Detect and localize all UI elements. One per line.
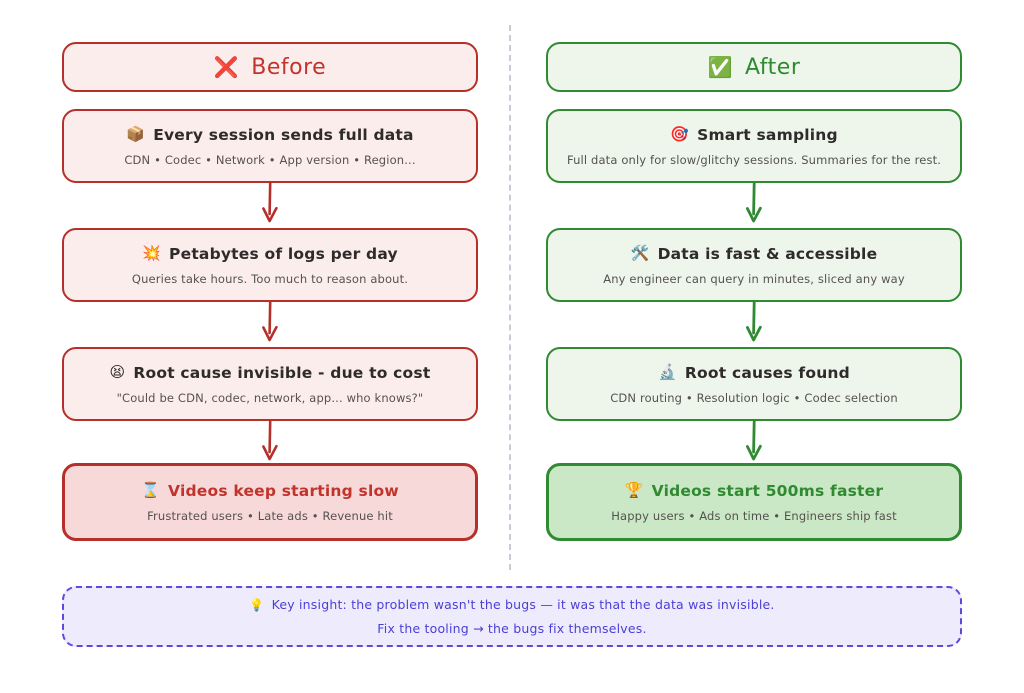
before-arrow-1 — [253, 181, 287, 228]
before-step-4-title: ⌛ Videos keep starting slow — [141, 482, 399, 500]
after-step-1-label: Smart sampling — [697, 125, 838, 144]
hammer-and-wrench-icon: 🛠️ — [630, 244, 650, 262]
after-step-4-title: 🏆 Videos start 500ms faster — [625, 482, 883, 500]
before-step-2: 💥 Petabytes of logs per day Queries take… — [62, 228, 478, 302]
key-insight-text-2: Fix the tooling → the bugs fix themselve… — [377, 621, 647, 636]
before-step-2-label: Petabytes of logs per day — [169, 244, 398, 263]
after-step-1: 🎯 Smart sampling Full data only for slow… — [546, 109, 962, 183]
after-arrow-2 — [737, 300, 771, 347]
before-arrow-3 — [253, 419, 287, 466]
before-arrow-2 — [253, 300, 287, 347]
before-step-4: ⌛ Videos keep starting slow Frustrated u… — [62, 463, 478, 541]
trophy-icon: 🏆 — [624, 481, 644, 499]
after-step-3-sub: CDN routing • Resolution logic • Codec s… — [610, 390, 898, 405]
before-step-2-title: 💥 Petabytes of logs per day — [142, 245, 398, 263]
before-step-1-sub: CDN • Codec • Network • App version • Re… — [124, 152, 416, 167]
before-header-title: ❌ Before — [214, 55, 326, 80]
after-step-2-title: 🛠️ Data is fast & accessible — [631, 245, 878, 263]
after-step-4-sub: Happy users • Ads on time • Engineers sh… — [611, 508, 897, 523]
package-icon: 📦 — [126, 125, 146, 143]
after-step-3-label: Root causes found — [684, 363, 850, 382]
cross-mark-icon: ❌ — [213, 55, 240, 79]
key-insight-line-1: 💡 Key insight: the problem wasn't the bu… — [249, 597, 774, 612]
after-header-label: After — [745, 54, 801, 80]
before-step-4-sub: Frustrated users • Late ads • Revenue hi… — [147, 508, 393, 523]
before-step-1-title: 📦 Every session sends full data — [126, 126, 413, 144]
hourglass-icon: ⌛ — [141, 481, 161, 499]
after-header-title: ✅ After — [708, 55, 801, 80]
after-step-2-label: Data is fast & accessible — [657, 244, 878, 263]
anguished-face-icon: 😫 — [109, 363, 126, 381]
key-insight-box: 💡 Key insight: the problem wasn't the bu… — [62, 586, 962, 647]
before-step-4-label: Videos keep starting slow — [168, 481, 399, 500]
before-step-1-label: Every session sends full data — [153, 125, 414, 144]
after-step-2: 🛠️ Data is fast & accessible Any enginee… — [546, 228, 962, 302]
after-step-3: 🔬 Root causes found CDN routing • Resolu… — [546, 347, 962, 421]
before-step-3-sub: "Could be CDN, codec, network, app... wh… — [116, 390, 424, 405]
after-step-4: 🏆 Videos start 500ms faster Happy users … — [546, 463, 962, 541]
before-step-3-label: Root cause invisible - due to cost — [133, 363, 431, 382]
before-header-label: Before — [251, 54, 327, 80]
dart-icon: 🎯 — [670, 125, 690, 143]
after-arrow-1 — [737, 181, 771, 228]
after-step-1-sub: Full data only for slow/glitchy sessions… — [566, 152, 942, 167]
microscope-icon: 🔬 — [658, 363, 677, 381]
light-bulb-icon: 💡 — [249, 597, 265, 612]
after-arrow-3 — [737, 419, 771, 466]
after-step-4-label: Videos start 500ms faster — [651, 481, 884, 500]
key-insight-text-1: Key insight: the problem wasn't the bugs… — [271, 597, 775, 612]
after-step-2-sub: Any engineer can query in minutes, slice… — [603, 271, 905, 286]
before-step-1: 📦 Every session sends full data CDN • Co… — [62, 109, 478, 183]
before-header-card: ❌ Before — [62, 42, 478, 92]
before-step-2-sub: Queries take hours. Too much to reason a… — [131, 271, 409, 286]
after-step-1-title: 🎯 Smart sampling — [670, 126, 838, 144]
after-step-3-title: 🔬 Root causes found — [658, 364, 850, 382]
after-header-card: ✅ After — [546, 42, 962, 92]
check-mark-icon: ✅ — [707, 55, 734, 79]
before-step-3: 😫 Root cause invisible - due to cost "Co… — [62, 347, 478, 421]
column-divider — [509, 25, 511, 570]
collision-icon: 💥 — [142, 244, 162, 262]
key-insight-line-2: Fix the tooling → the bugs fix themselve… — [377, 621, 646, 636]
before-step-3-title: 😫 Root cause invisible - due to cost — [110, 364, 431, 382]
